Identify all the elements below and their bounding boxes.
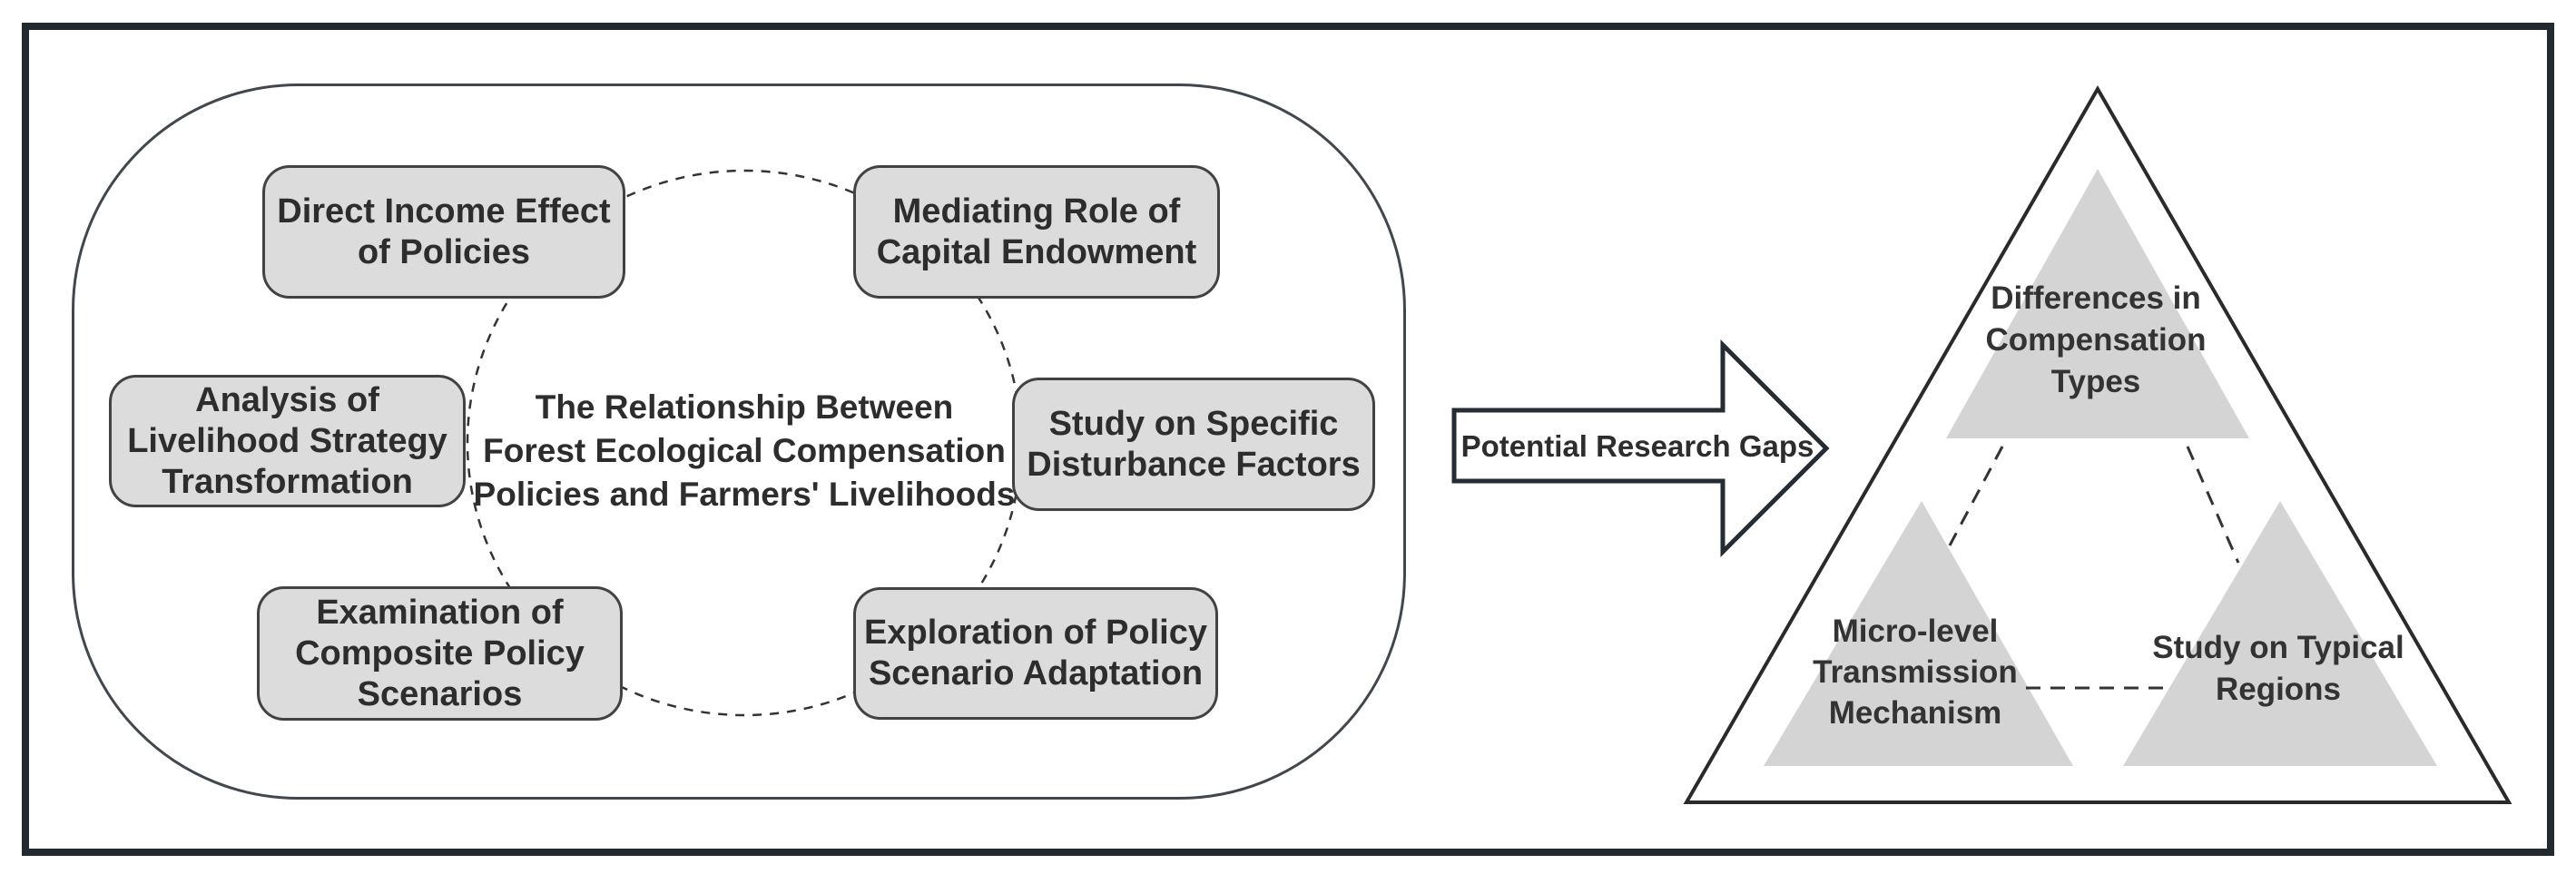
pyramid-left-triangle [1764,501,2073,766]
node-mediating-role-capital-endowment: Mediating Role of Capital Endowment [853,165,1220,299]
connector-top-right [2186,446,2240,564]
research-gaps-arrow [1451,339,1830,558]
pyramid-outline [1683,84,2512,804]
pyramid-label-compensation-types: Differences in Compensation Types [1985,280,2207,399]
connector-top-left [1948,446,2004,546]
node-livelihood-strategy-transformation: Analysis of Livelihood Strategy Transfor… [109,375,466,507]
pyramid-top-triangle [1946,169,2249,438]
oval-center-title: The Relationship Between Forest Ecologic… [473,388,1016,513]
node-direct-income-effect: Direct Income Effect of Policies [262,165,625,299]
node-specific-disturbance-factors: Study on Specific Disturbance Factors [1012,378,1375,511]
outer-border-frame [22,23,2554,856]
node-composite-policy-scenarios: Examination of Composite Policy Scenario… [257,586,623,721]
pyramid-label-transmission-mechanism: Micro-level Transmission Mechanism [1813,614,2018,731]
pyramid-label-typical-regions: Study on Typical Regions [2152,630,2404,707]
node-policy-scenario-adaptation: Exploration of Policy Scenario Adaptatio… [853,587,1218,720]
pyramid-right-triangle [2123,501,2437,766]
arrow-label: Potential Research Gaps [1460,429,1814,463]
